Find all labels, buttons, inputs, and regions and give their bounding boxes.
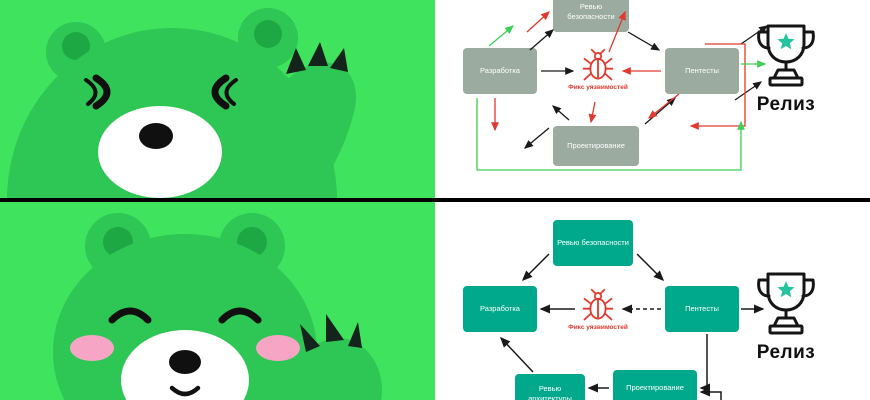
node-security-review-top: Ревью безопасности — [553, 0, 629, 32]
bug-icon — [582, 288, 614, 321]
trophy-icon — [757, 24, 815, 87]
node-development-bottom: Разработка — [463, 286, 537, 332]
trophy-icon — [757, 272, 815, 335]
node-pentests-top: Пентесты — [665, 48, 739, 94]
chaotic-sdlc-diagram: Ревью безопасности Разработка Пентесты П… — [435, 0, 870, 198]
bug-fix-caption-top: Фикс уязвимостей — [568, 84, 628, 91]
node-design-top: Проектирование — [553, 126, 639, 166]
star-icon — [777, 33, 795, 50]
node-pentests-bottom: Пентесты — [665, 286, 739, 332]
node-security-review-bottom: Ревью безопасности — [553, 220, 633, 266]
star-icon — [777, 281, 795, 298]
node-architecture-review-bottom: Ревью архитектуры — [515, 374, 585, 400]
node-development-top: Разработка — [463, 48, 537, 94]
release-label-bottom: Релиз — [756, 342, 816, 363]
panel-bear-displeased — [0, 0, 435, 198]
ordered-sdlc-diagram: Ревью безопасности Разработка Пентесты Р… — [435, 202, 870, 400]
horizontal-divider — [0, 198, 870, 202]
displeased-bear-illustration — [7, 8, 356, 198]
happy-bear-illustration — [53, 213, 382, 400]
release-label-top: Релиз — [756, 94, 816, 115]
node-design-bottom: Проектирование — [613, 370, 697, 400]
panel-bear-happy — [0, 202, 435, 400]
bug-fix-caption-bottom: Фикс уязвимостей — [568, 324, 628, 331]
bug-icon — [582, 48, 614, 81]
